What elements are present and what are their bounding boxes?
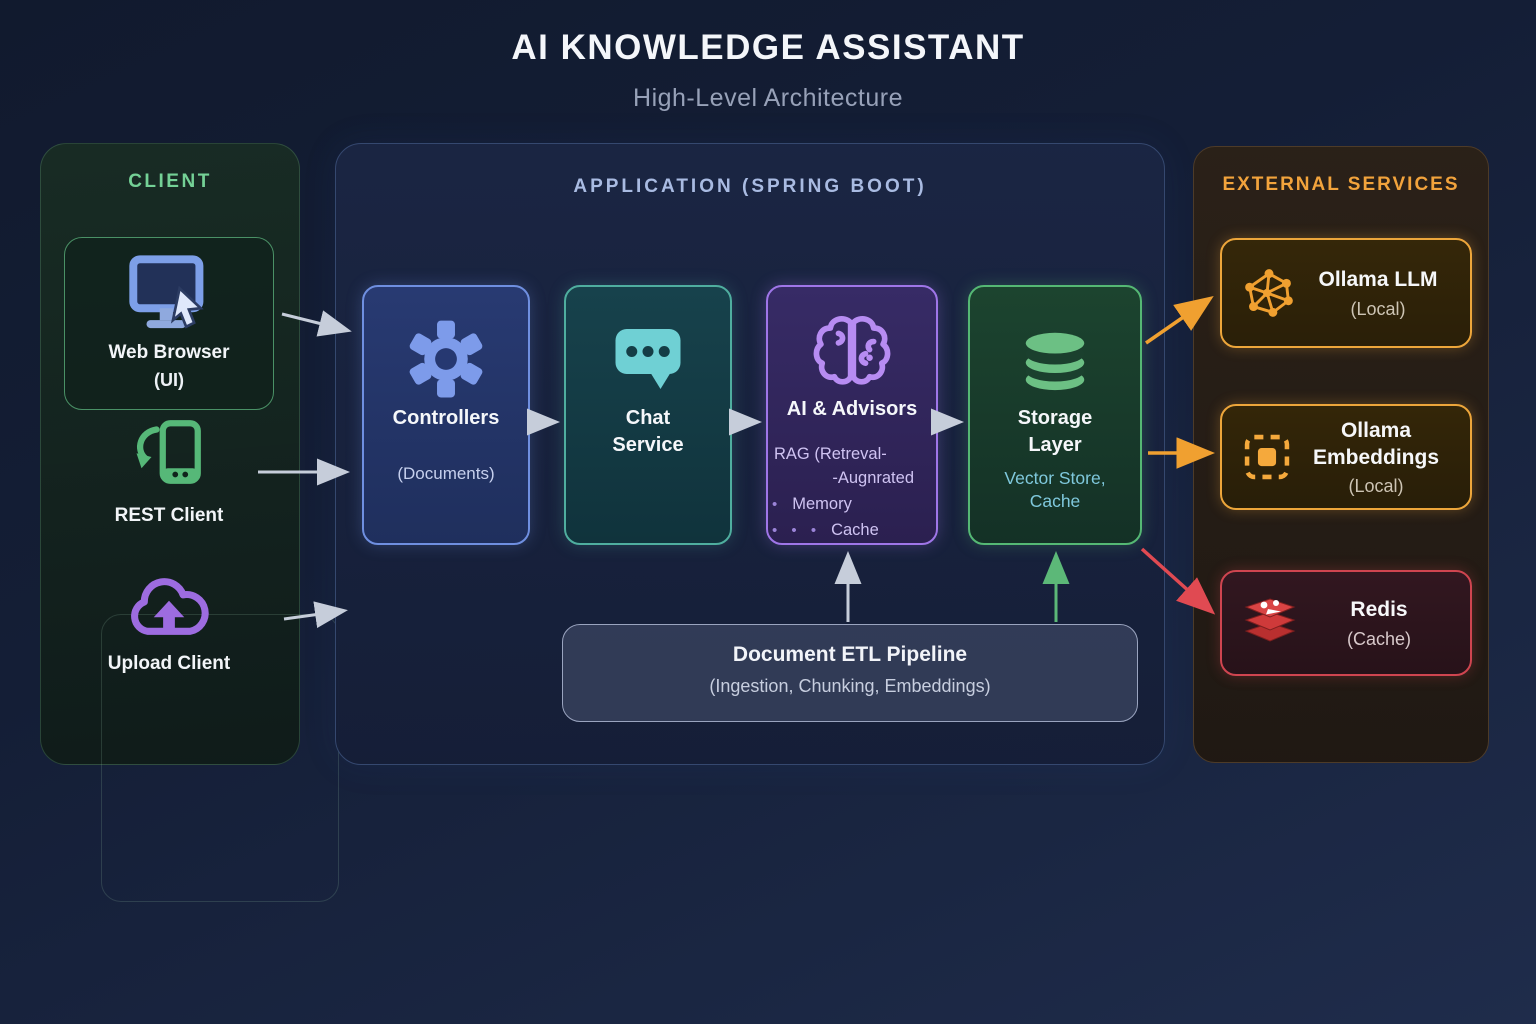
- web-browser-label: Web Browser: [108, 342, 230, 363]
- controllers-node: Controllers (Documents): [362, 285, 530, 545]
- ollama-llm-subtitle: (Local): [1350, 298, 1406, 319]
- etl-title: Document ETL Pipeline: [732, 643, 968, 666]
- page-title: AI KNOWLEDGE ASSISTANT: [511, 28, 1025, 67]
- storage-layer-title: Storage Layer: [1017, 407, 1093, 456]
- rag-line-2: -Augnrated: [832, 469, 914, 488]
- chat-service-title: Chat Service: [612, 407, 684, 456]
- redis-stack-icon: [1244, 598, 1296, 642]
- cache-label: Cache: [831, 521, 879, 540]
- application-panel-label: APPLICATION (SPRING BOOT): [573, 176, 927, 197]
- controllers-title: Controllers: [392, 407, 500, 429]
- client-panel-label: CLIENT: [128, 171, 212, 192]
- storage-layer-node: Storage Layer Vector Store, Cache: [968, 285, 1142, 545]
- database-icon: [1025, 332, 1085, 391]
- bullet-dot: •: [772, 496, 783, 514]
- redis-title: Redis: [1350, 598, 1408, 622]
- ollama-embeddings-subtitle: (Local): [1348, 476, 1404, 497]
- web-browser-sublabel: (UI): [154, 370, 184, 390]
- redis-subtitle: (Cache): [1346, 628, 1412, 649]
- phone-sync-icon: [136, 420, 201, 484]
- neural-network-icon: [1245, 269, 1293, 317]
- ollama-embeddings-title: Ollama Embeddings: [1312, 418, 1439, 469]
- diagram-header: AI KNOWLEDGE ASSISTANT High-Level Archit…: [0, 28, 1536, 113]
- monitor-cursor-icon: [129, 255, 204, 329]
- etl-pipeline-node: Document ETL Pipeline (Ingestion, Chunki…: [562, 624, 1138, 722]
- rest-client-label: REST Client: [114, 505, 224, 526]
- brain-icon: [813, 315, 891, 385]
- upload-client-node: Upload Client: [64, 572, 274, 675]
- upload-client-label: Upload Client: [107, 653, 231, 674]
- ai-advisors-details: RAG (Retreval- -Augnrated • Memory • • •…: [772, 443, 932, 543]
- ollama-embeddings-node: Ollama Embeddings (Local): [1220, 404, 1472, 510]
- chip-icon: [1244, 434, 1290, 480]
- web-browser-node: Web Browser (UI): [64, 237, 274, 410]
- redis-node: Redis (Cache): [1220, 570, 1472, 676]
- memory-line: • Memory: [772, 493, 932, 517]
- bullet-dots: • • •: [772, 522, 822, 540]
- ollama-llm-node: Ollama LLM (Local): [1220, 238, 1472, 348]
- memory-label: Memory: [792, 495, 852, 514]
- chat-bubble-icon: [615, 329, 681, 389]
- rag-line-1: RAG (Retreval-: [774, 445, 887, 464]
- rest-client-node: REST Client: [64, 418, 274, 527]
- controllers-subtitle: (Documents): [397, 464, 495, 483]
- external-services-label: EXTERNAL SERVICES: [1222, 174, 1460, 195]
- storage-layer-subtitle: Vector Store, Cache: [1004, 468, 1106, 511]
- gear-icon: [409, 320, 483, 398]
- ai-advisors-node: AI & Advisors RAG (Retreval- -Augnrated …: [766, 285, 938, 545]
- cloud-upload-icon: [131, 578, 209, 635]
- client-inner-group: [101, 614, 339, 902]
- chat-service-node: Chat Service: [564, 285, 732, 545]
- etl-subtitle: (Ingestion, Chunking, Embeddings): [709, 676, 991, 696]
- ai-advisors-title: AI & Advisors: [786, 398, 918, 421]
- cache-line: • • • Cache: [772, 519, 932, 543]
- ollama-llm-title: Ollama LLM: [1318, 268, 1438, 292]
- page-subtitle: High-Level Architecture: [633, 84, 903, 112]
